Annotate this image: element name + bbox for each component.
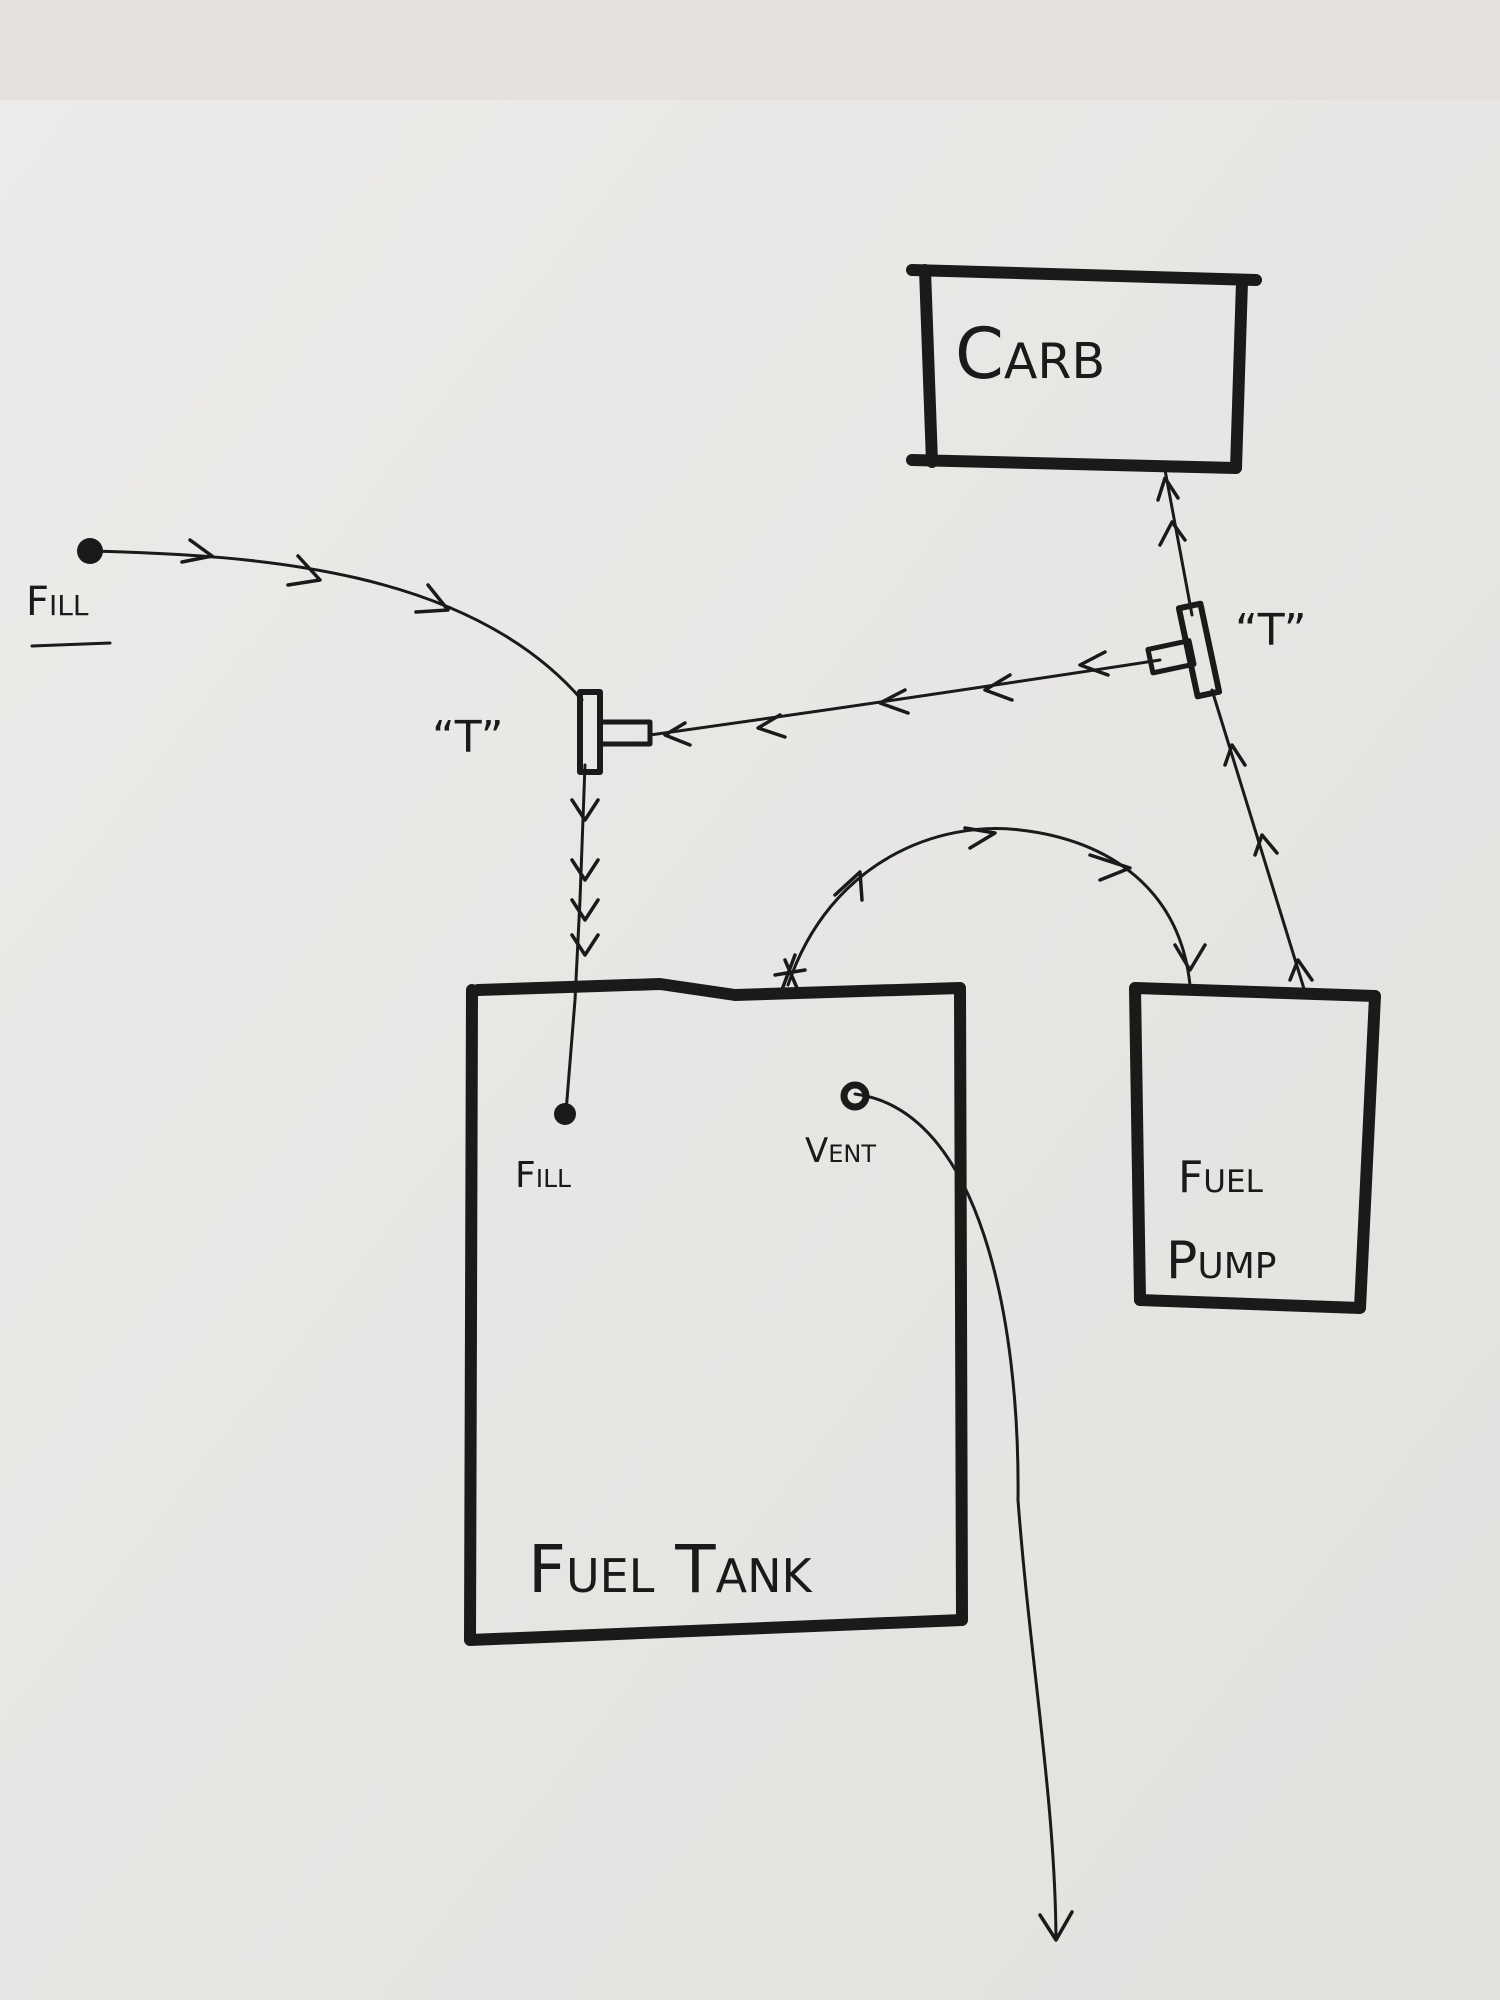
- arrow-icon: [570, 798, 600, 822]
- arrow-icon: [756, 713, 787, 739]
- paper-sheet: [0, 100, 1500, 2000]
- arrow-icon: [963, 826, 997, 850]
- arrow-icon: [1223, 743, 1247, 767]
- arrow-icon: [1173, 943, 1207, 972]
- fuel-pump-label-line2: Pump: [1166, 1231, 1276, 1291]
- fuel-tank-box: Fill Vent Fuel Tank: [464, 978, 968, 1646]
- tank-to-pump-line: [786, 827, 1192, 987]
- arrow-icon: [1253, 833, 1279, 857]
- tee-left-label: “T”: [432, 712, 504, 763]
- tee-fitting-left: “T”: [432, 689, 653, 775]
- tee-to-tank-fill-line: [564, 763, 587, 1114]
- arrow-icon: [286, 554, 322, 587]
- arrow-icon: [570, 898, 600, 922]
- fill-inlet-underline: [30, 641, 112, 648]
- arrow-icon: [570, 858, 600, 882]
- carb-label: Carb: [955, 313, 1105, 395]
- tank-vent-port: [840, 1081, 870, 1111]
- arrow-icon: [1156, 476, 1180, 502]
- arrow-icon: [833, 870, 864, 902]
- fill-inlet-label: Fill: [26, 579, 89, 625]
- pump-return-line: [648, 658, 1162, 737]
- arrow-icon: [663, 721, 692, 747]
- fuel-tank-label: Fuel Tank: [528, 1531, 813, 1608]
- tank-fill-port: [554, 1103, 576, 1125]
- vent-line: [853, 1092, 1058, 1940]
- fill-line: [88, 549, 584, 702]
- arrow-icon: [1038, 1910, 1074, 1942]
- fill-inlet: Fill: [26, 538, 112, 648]
- tee-fitting-right: “T”: [1145, 600, 1307, 700]
- arrow-icon: [983, 673, 1014, 702]
- fuel-pump-box: Fuel Pump: [1129, 982, 1381, 1314]
- arrow-icon: [1088, 853, 1132, 882]
- flow-arrows: [180, 476, 1314, 1942]
- arrow-icon: [180, 538, 214, 564]
- tee-to-carb-line: [1163, 468, 1194, 617]
- arrow-icon: [1288, 958, 1314, 982]
- arrow-icon: [1158, 520, 1187, 547]
- tank-vent-label: Vent: [805, 1131, 876, 1171]
- arrow-icon: [570, 933, 600, 957]
- tank-fill-label: Fill: [515, 1155, 571, 1196]
- arrow-icon: [878, 688, 910, 715]
- arrow-icon: [1078, 650, 1110, 677]
- carb-box: Carb: [906, 264, 1262, 474]
- arrow-icon: [414, 583, 450, 614]
- fuel-pump-label-line1: Fuel: [1178, 1152, 1264, 1203]
- tee-right-label: “T”: [1235, 605, 1307, 656]
